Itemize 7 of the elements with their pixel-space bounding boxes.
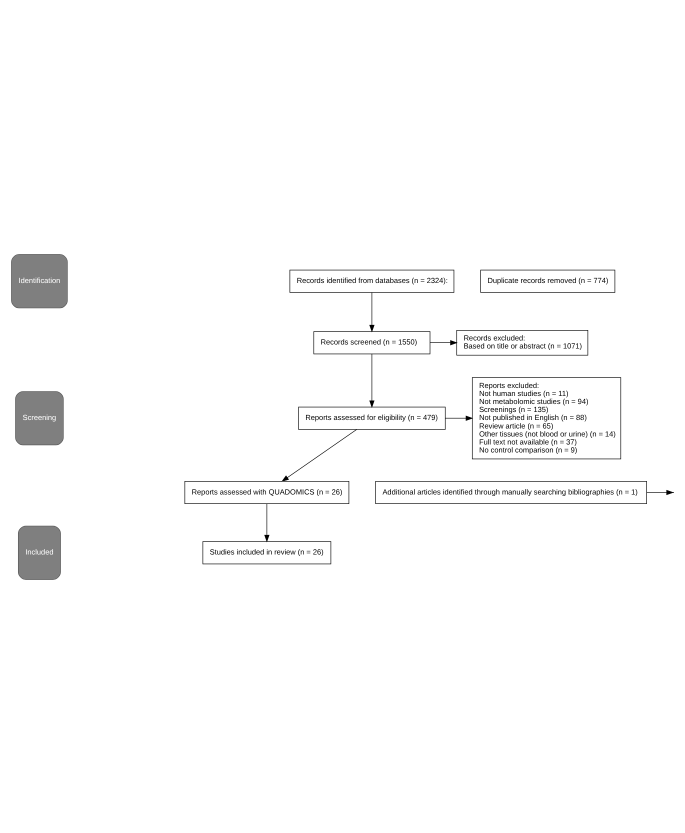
arrow [646, 489, 674, 495]
arrow [430, 340, 458, 345]
arrow [369, 292, 375, 332]
arrow [369, 353, 375, 408]
arrow [281, 428, 357, 482]
arrow [264, 503, 270, 542]
arrow [445, 415, 474, 420]
